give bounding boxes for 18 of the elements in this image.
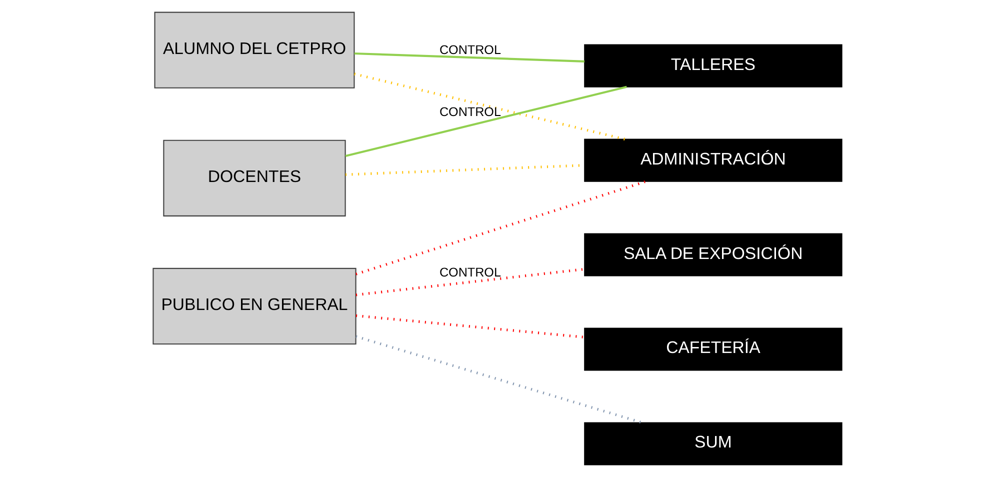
connector [354,52,584,62]
connector [356,268,585,296]
connector [356,314,585,339]
node-box: ALUMNO DEL CETPRO [154,12,355,88]
edge-label: CONTROL [439,265,501,280]
node-box: SALA DE EXPOSICIÓN [584,233,842,276]
node-box: TALLERES [584,44,842,88]
connector [356,335,643,424]
connector [354,72,626,141]
connector [356,180,647,276]
edge-label: CONTROL [439,104,501,119]
edge-label: CONTROL [439,42,501,57]
node-box: PUBLICO EN GENERAL [152,268,356,345]
node-box: CAFETERÍA [584,328,842,371]
connector [345,86,627,158]
node-box: ADMINISTRACIÓN [584,138,842,182]
node-box: SUM [584,422,842,466]
node-box: DOCENTES [163,140,346,216]
